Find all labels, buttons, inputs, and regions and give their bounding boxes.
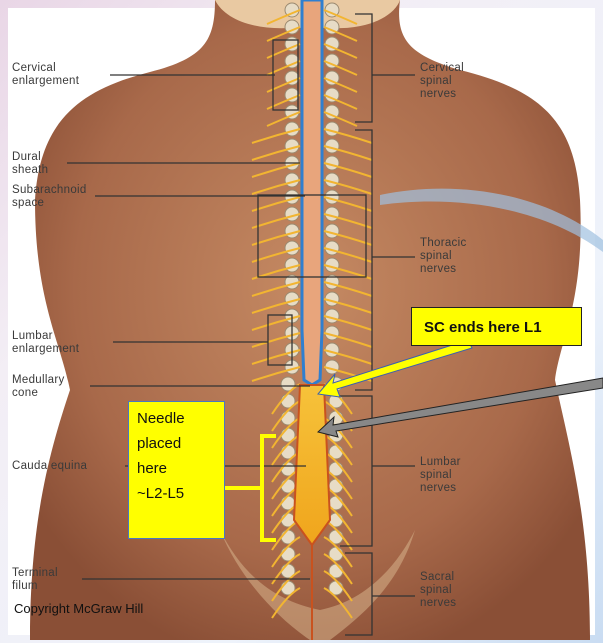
spinal-nerve <box>271 570 301 602</box>
label-medullary-cone: Medullary cone <box>12 374 65 399</box>
spinal-nerve <box>323 587 353 619</box>
spinal-nerve <box>266 111 301 127</box>
spinal-nerve <box>323 332 373 348</box>
copyright-text: Copyright McGraw Hill <box>14 601 144 616</box>
needle-bracket <box>225 434 276 542</box>
label-subarachnoid-space: Subarachnoid space <box>12 184 87 209</box>
spinal-nerve <box>271 383 301 415</box>
spinal-nerve <box>323 77 358 93</box>
spinal-nerve <box>251 145 301 161</box>
spinal-nerve <box>323 162 373 178</box>
spinal-nerve <box>251 213 301 229</box>
spinal-nerve <box>323 26 358 42</box>
spinal-nerve <box>323 111 358 127</box>
sc-end-arrow <box>317 339 473 398</box>
vertebrae <box>280 2 344 596</box>
spinal-nerve <box>271 400 301 432</box>
spinal-nerve <box>271 536 301 568</box>
spinal-nerve <box>251 281 301 297</box>
spinal-nerve <box>251 332 301 348</box>
spinal-nerve <box>323 536 353 568</box>
label-sacral-spinal-nerves: Sacral spinal nerves <box>420 571 457 609</box>
needle-callout: Needle placed here ~L2-L5 <box>128 401 225 539</box>
spinal-nerve <box>266 26 301 42</box>
label-lumbar-spinal-nerves: Lumbar spinal nerves <box>420 456 461 494</box>
spinal-nerve <box>251 264 301 280</box>
label-dural-sheath: Dural sheath <box>12 151 49 176</box>
spinal-nerve <box>323 298 373 314</box>
spinal-nerve <box>323 9 358 25</box>
label-thoracic-spinal-nerves: Thoracic spinal nerves <box>420 237 467 275</box>
vertebra <box>280 376 296 392</box>
spinal-nerve <box>251 315 301 331</box>
cauda-equina <box>292 384 332 547</box>
label-lumbar-enlargement: Lumbar enlargement <box>12 330 80 355</box>
label-terminal-filum: Terminal filum <box>12 567 58 592</box>
spinal-nerve <box>323 43 358 59</box>
spinal-nerve <box>323 230 373 246</box>
spinal-nerve <box>323 179 373 195</box>
spinal-nerve <box>323 281 373 297</box>
spinal-nerve <box>323 349 373 365</box>
sc-ends-callout: SC ends here L1 <box>411 307 582 346</box>
spinal-cord <box>300 0 324 387</box>
spinal-nerve <box>323 315 373 331</box>
spinal-nerve <box>251 179 301 195</box>
spinal-nerve <box>266 9 301 25</box>
spinal-nerve <box>251 128 301 144</box>
spinal-nerve <box>323 553 353 585</box>
pelvis <box>220 530 415 640</box>
spinal-nerve <box>251 349 301 365</box>
spinal-nerve <box>251 196 301 212</box>
spinal-nerve <box>323 570 353 602</box>
label-cervical-spinal-nerves: Cervical spinal nerves <box>420 62 464 100</box>
spinal-nerve <box>251 247 301 263</box>
spinal-nerve <box>323 60 358 76</box>
spinal-nerve <box>271 553 301 585</box>
spinal-nerve <box>323 264 373 280</box>
spinal-nerve <box>323 145 373 161</box>
label-cauda-equina: Cauda equina <box>12 460 88 472</box>
spinal-nerve <box>251 298 301 314</box>
label-cervical-enlargement: Cervical enlargement <box>12 62 80 87</box>
spinal-nerve <box>323 247 373 263</box>
spinal-nerve <box>271 587 301 619</box>
spinal-nerve <box>251 230 301 246</box>
needle-arrow <box>316 377 603 438</box>
spinal-nerve <box>323 213 373 229</box>
spinal-nerve <box>251 366 301 382</box>
spinal-nerve <box>323 196 373 212</box>
spinal-nerve <box>323 128 373 144</box>
spinal-nerve <box>323 94 358 110</box>
scapula-edge <box>380 188 603 252</box>
spinal-nerve <box>251 162 301 178</box>
